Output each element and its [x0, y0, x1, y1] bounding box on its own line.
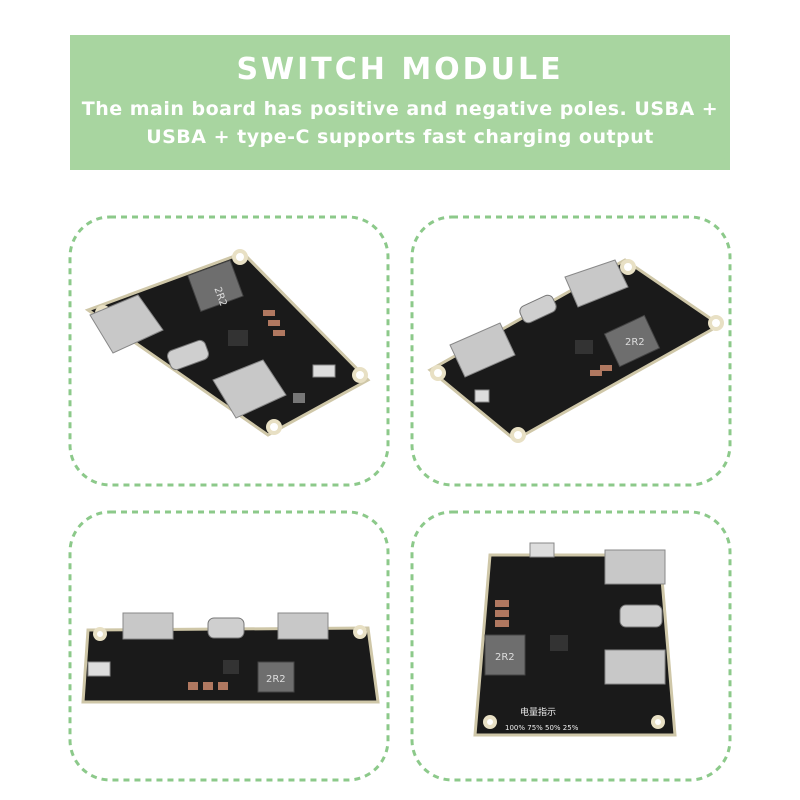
- inductor-label: 2R2: [266, 674, 286, 685]
- board-photo-bottom-right: 2R2 电量指示 100% 75% 50% 25%: [410, 510, 732, 782]
- inductor-label: 2R2: [495, 652, 515, 663]
- board-photo-top-left: 2R2: [68, 215, 390, 487]
- battery-percent-labels: 100% 75% 50% 25%: [505, 724, 579, 732]
- board-photo-bottom-left: 2R2: [68, 510, 390, 782]
- inductor-label: 2R2: [625, 337, 645, 348]
- banner-description-line-2: USBA + type-C supports fast charging out…: [146, 126, 654, 148]
- battery-indicator-label: 电量指示: [520, 706, 556, 718]
- banner-shape: [70, 35, 730, 170]
- title-banner: SWITCH MODULE The main board has positiv…: [0, 0, 800, 190]
- banner-title: SWITCH MODULE: [236, 52, 564, 87]
- banner-description-line-1: The main board has positive and negative…: [81, 98, 719, 120]
- board-photo-top-right: 2R2: [410, 215, 732, 487]
